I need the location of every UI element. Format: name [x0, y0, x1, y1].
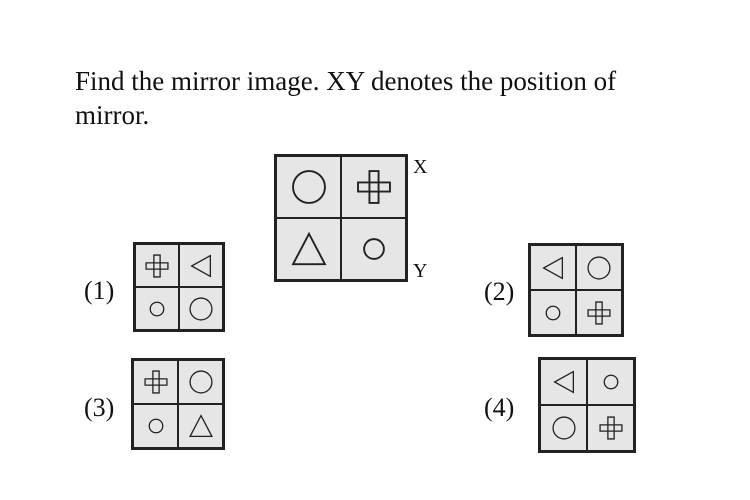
small-circle-shape	[148, 418, 163, 434]
option-2-label: (2)	[484, 277, 515, 306]
option-3-cell-3	[133, 404, 178, 448]
option-1-cell-3	[135, 287, 179, 330]
plus-shape	[356, 170, 391, 204]
problem-cell-2	[341, 156, 406, 218]
option-1-cell-4	[179, 287, 223, 330]
big-circle-icon	[291, 170, 326, 204]
option-2-figure[interactable]	[528, 243, 624, 337]
plus-icon	[356, 170, 391, 204]
triangle-up-shape	[188, 414, 213, 438]
small-circle-shape	[545, 305, 561, 320]
small-circle-icon	[362, 238, 385, 260]
plus-shape	[145, 253, 169, 278]
problem-figure	[274, 154, 408, 282]
plus-icon	[598, 416, 623, 440]
triangle-left-shape	[542, 255, 564, 280]
big-circle-shape	[291, 170, 326, 204]
mirror-x-label: X	[413, 156, 428, 178]
option-2-cell-3	[530, 290, 576, 335]
plus-shape	[598, 416, 623, 440]
option-4-cell-4	[587, 405, 634, 451]
big-circle-shape	[189, 296, 213, 321]
option-2-cell-4	[576, 290, 622, 335]
option-4-figure[interactable]	[538, 357, 636, 453]
small-circle-icon	[545, 305, 561, 320]
big-circle-icon	[551, 416, 576, 440]
option-2-cell-1	[530, 245, 576, 290]
question-line-1: Find the mirror image. XY denotes the po…	[75, 66, 617, 96]
plus-shape	[143, 370, 168, 394]
triangle-left-icon	[542, 255, 564, 280]
option-3-figure[interactable]	[131, 358, 225, 450]
triangle-up-shape	[290, 231, 327, 266]
big-circle-icon	[189, 296, 213, 321]
option-4-cell-3	[540, 405, 587, 451]
question-line-2: mirror.	[75, 100, 150, 130]
mirror-y-label: Y	[413, 260, 428, 282]
big-circle-shape	[188, 370, 213, 394]
triangle-up-icon	[290, 231, 327, 266]
plus-icon	[143, 370, 168, 394]
plus-shape	[587, 300, 611, 325]
option-4-cell-1	[540, 359, 587, 405]
option-1-cell-1	[135, 244, 179, 287]
question-text: Find the mirror image. XY denotes the po…	[75, 64, 675, 132]
small-circle-shape	[362, 238, 385, 260]
triangle-up-icon	[188, 414, 213, 438]
small-circle-icon	[148, 418, 163, 434]
option-1-label: (1)	[84, 276, 115, 305]
small-circle-shape	[149, 301, 165, 316]
triangle-left-shape	[552, 370, 574, 394]
small-circle-icon	[603, 374, 618, 390]
plus-icon	[587, 300, 611, 325]
big-circle-icon	[188, 370, 213, 394]
option-2-cell-2	[576, 245, 622, 290]
option-1-cell-2	[179, 244, 223, 287]
triangle-left-icon	[190, 253, 212, 278]
triangle-left-shape	[190, 253, 212, 278]
big-circle-shape	[587, 255, 611, 280]
big-circle-icon	[587, 255, 611, 280]
option-4-label: (4)	[484, 393, 515, 422]
big-circle-shape	[551, 416, 576, 440]
option-3-cell-2	[178, 360, 223, 404]
option-3-cell-4	[178, 404, 223, 448]
option-4-cell-2	[587, 359, 634, 405]
option-1-figure[interactable]	[133, 242, 225, 332]
option-3-label: (3)	[84, 393, 115, 422]
problem-cell-1	[276, 156, 341, 218]
small-circle-icon	[149, 301, 165, 316]
option-3-cell-1	[133, 360, 178, 404]
small-circle-shape	[603, 374, 618, 390]
problem-cell-3	[276, 218, 341, 280]
triangle-left-icon	[552, 370, 574, 394]
plus-icon	[145, 253, 169, 278]
problem-cell-4	[341, 218, 406, 280]
